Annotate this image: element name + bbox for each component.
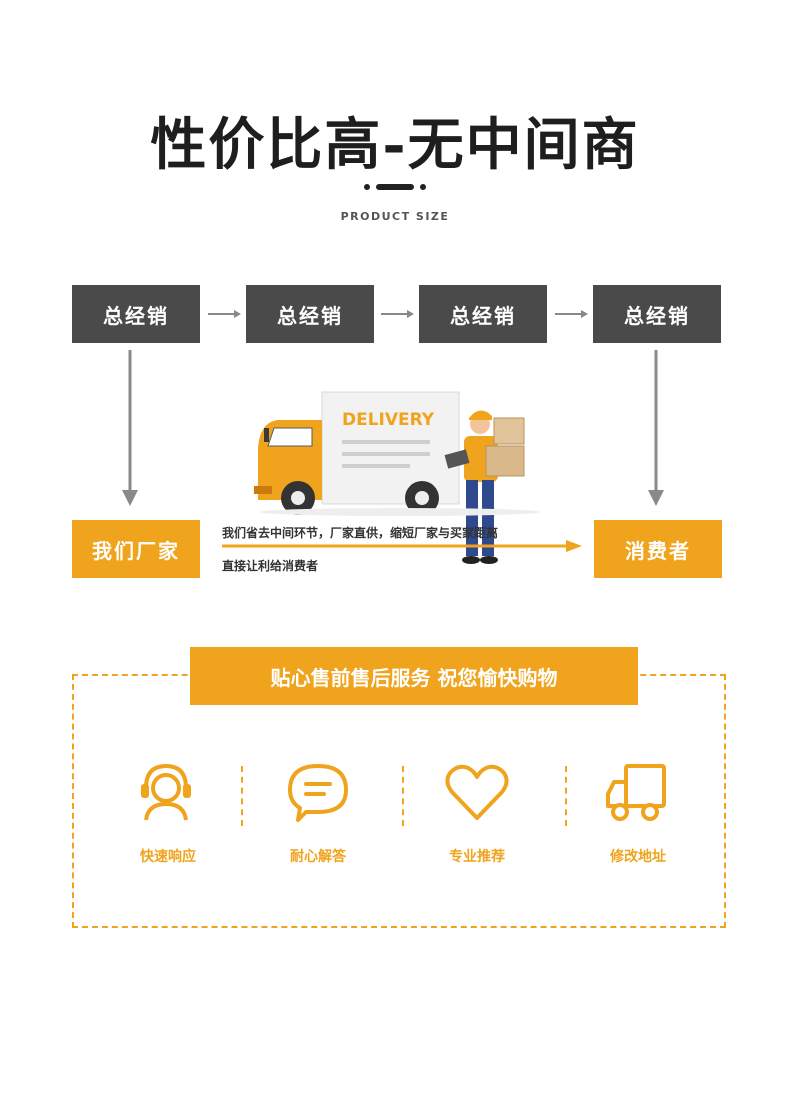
feature-divider xyxy=(241,766,243,826)
feature-divider xyxy=(402,766,404,826)
truck-icon xyxy=(606,764,666,821)
arrow-down-icon xyxy=(648,350,664,506)
feature-label-professional-recommendation: 专业推荐 xyxy=(449,849,505,865)
feature-label-change-address: 修改地址 xyxy=(610,849,666,865)
feature-label-patient-answers: 耐心解答 xyxy=(290,849,346,865)
flow-description-line2: 直接让利给消费者 xyxy=(222,559,319,573)
consumer-box: 消费者 xyxy=(594,520,722,578)
distributor-box-3: 总经销 xyxy=(419,285,547,343)
arrow-right-icon xyxy=(381,310,414,318)
arrow-right-icon xyxy=(222,540,582,552)
headset-icon xyxy=(141,763,191,821)
feature-divider xyxy=(565,766,567,826)
page-subtitle: PRODUCT SIZE xyxy=(340,210,450,223)
distributor-box-2: 总经销 xyxy=(246,285,374,343)
arrow-right-icon xyxy=(555,310,588,318)
heart-icon xyxy=(445,764,509,820)
arrow-right-icon xyxy=(208,310,241,318)
page-title: 性价比高-无中间商 xyxy=(150,112,640,178)
distributor-box-1: 总经销 xyxy=(72,285,200,343)
feature-label-quick-response: 快速响应 xyxy=(140,849,196,865)
delivery-truck-illustration xyxy=(254,391,540,564)
service-banner: 贴心售前售后服务 祝您愉快购物 xyxy=(190,647,638,705)
chat-bubble-icon xyxy=(288,764,348,822)
title-decoration xyxy=(364,184,426,190)
arrow-down-icon xyxy=(122,350,138,506)
flow-description-line1: 我们省去中间环节，厂家直供，缩短厂家与买家距离 xyxy=(222,526,499,540)
factory-box: 我们厂家 xyxy=(72,520,200,578)
distributor-box-4: 总经销 xyxy=(593,285,721,343)
truck-label: DELIVERY xyxy=(342,410,435,430)
